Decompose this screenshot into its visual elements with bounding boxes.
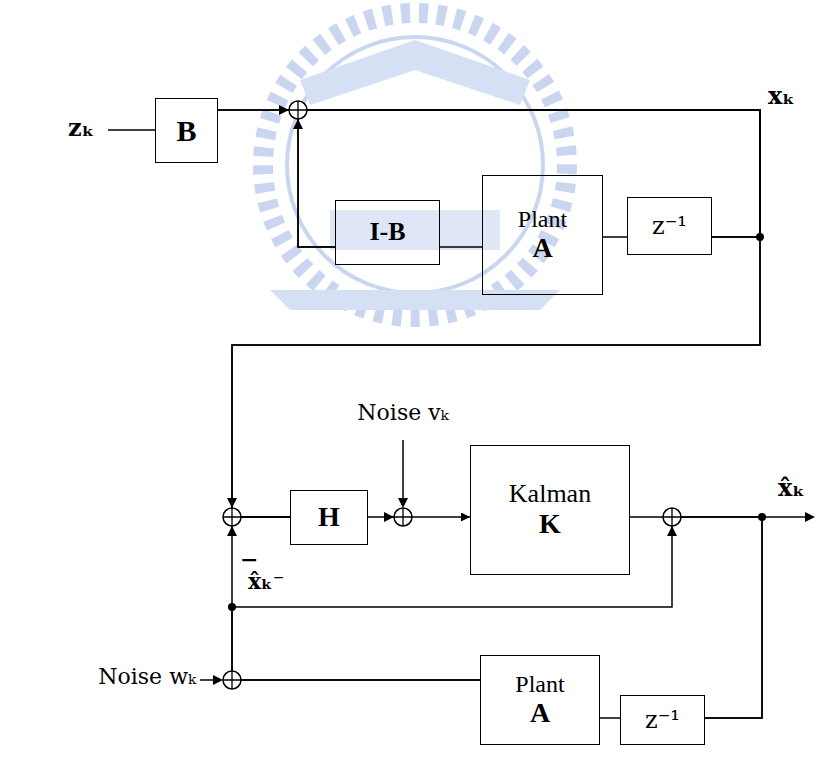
emblem-shape: [270, 290, 560, 310]
block-label: A: [532, 233, 552, 264]
block-label: B: [176, 114, 196, 147]
block-box: PlantA: [482, 175, 603, 295]
junction-dot: [758, 513, 766, 521]
signal-line: [440, 246, 482, 248]
arrow-head: [279, 105, 289, 115]
emblem-shape: [330, 210, 500, 250]
sum-junction: [223, 671, 241, 689]
signal-label: x̂ₖ⁻: [248, 568, 284, 594]
block-box: z⁻¹: [627, 197, 712, 255]
junction-dot: [756, 233, 764, 241]
arrow-head: [384, 512, 394, 522]
block-box: H: [290, 490, 368, 545]
block-box: I-B: [335, 200, 440, 265]
block-label: z⁻¹: [645, 707, 680, 733]
signal-line: [298, 110, 760, 247]
arrow-head: [398, 498, 408, 508]
emblem-ring: [287, 37, 543, 293]
block-label: z⁻¹: [652, 213, 687, 239]
block-label: A: [530, 698, 550, 729]
sum-cross: [394, 508, 412, 526]
noise-wire: [402, 440, 404, 500]
noise-wire: [200, 679, 215, 681]
block-box: PlantA: [480, 655, 600, 745]
sum-cross: [663, 508, 681, 526]
signal-label: Noise wₖ: [98, 664, 196, 690]
arrow-head: [805, 512, 815, 522]
signal-line: [218, 110, 760, 517]
block-label: Plant: [518, 206, 567, 232]
sum-junction: [394, 508, 412, 526]
sum-cross: [223, 508, 241, 526]
block-box: z⁻¹: [620, 695, 705, 745]
emblem-shape: [300, 40, 530, 105]
block-label: Plant: [515, 671, 564, 697]
output-wire: [762, 516, 806, 518]
signal-line: [603, 236, 627, 238]
block-label: I-B: [369, 218, 405, 247]
sum-junction: [663, 508, 681, 526]
arrow-head: [293, 119, 303, 129]
signal-label: Noise vₖ: [357, 400, 448, 426]
block-label: H: [318, 502, 340, 533]
block-box: KalmanK: [470, 445, 630, 575]
signal-line: [600, 717, 620, 719]
arrow-head: [227, 498, 237, 508]
junction-dot: [228, 603, 236, 611]
sum-junction: [223, 508, 241, 526]
signal-line: [232, 517, 762, 718]
sum-cross: [289, 101, 307, 119]
arrow-head: [667, 526, 677, 536]
arrow-head: [227, 526, 237, 536]
signal-line: [232, 110, 760, 517]
signal-label: xₖ: [768, 82, 795, 111]
signal-line: [368, 516, 470, 518]
sum-cross: [223, 671, 241, 689]
signal-label: zₖ: [68, 114, 94, 143]
arrow-head: [213, 675, 223, 685]
input-wire: [108, 129, 155, 131]
block-box: B: [155, 98, 218, 163]
signal-line: [630, 517, 762, 718]
signal-line: [232, 517, 480, 680]
signal-label: x̂ₖ: [778, 474, 805, 503]
block-label: K: [539, 509, 561, 540]
watermark-emblem: [263, 13, 567, 317]
emblem-ring: [263, 13, 567, 317]
sum-junction: [289, 101, 307, 119]
block-label: Kalman: [509, 480, 591, 509]
